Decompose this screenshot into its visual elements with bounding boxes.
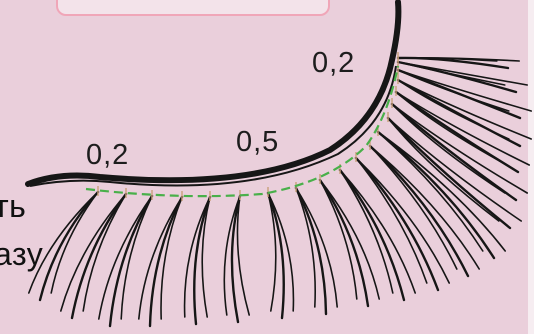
eyelid-outline [30, 66, 396, 186]
lash-strand [296, 188, 326, 314]
lash-strand [378, 132, 494, 258]
eyelid-line [28, 2, 398, 184]
thickness-label-left: 0,2 [86, 139, 129, 171]
lash-strand [237, 196, 249, 315]
lash-strand [150, 197, 182, 326]
lash-strand [398, 62, 527, 85]
thickness-label-middle: 0,5 [236, 126, 279, 158]
thickness-label-right: 0,2 [312, 47, 355, 79]
lash-strand [356, 158, 427, 283]
lash-strand [121, 196, 152, 319]
lash-strand [392, 104, 527, 193]
